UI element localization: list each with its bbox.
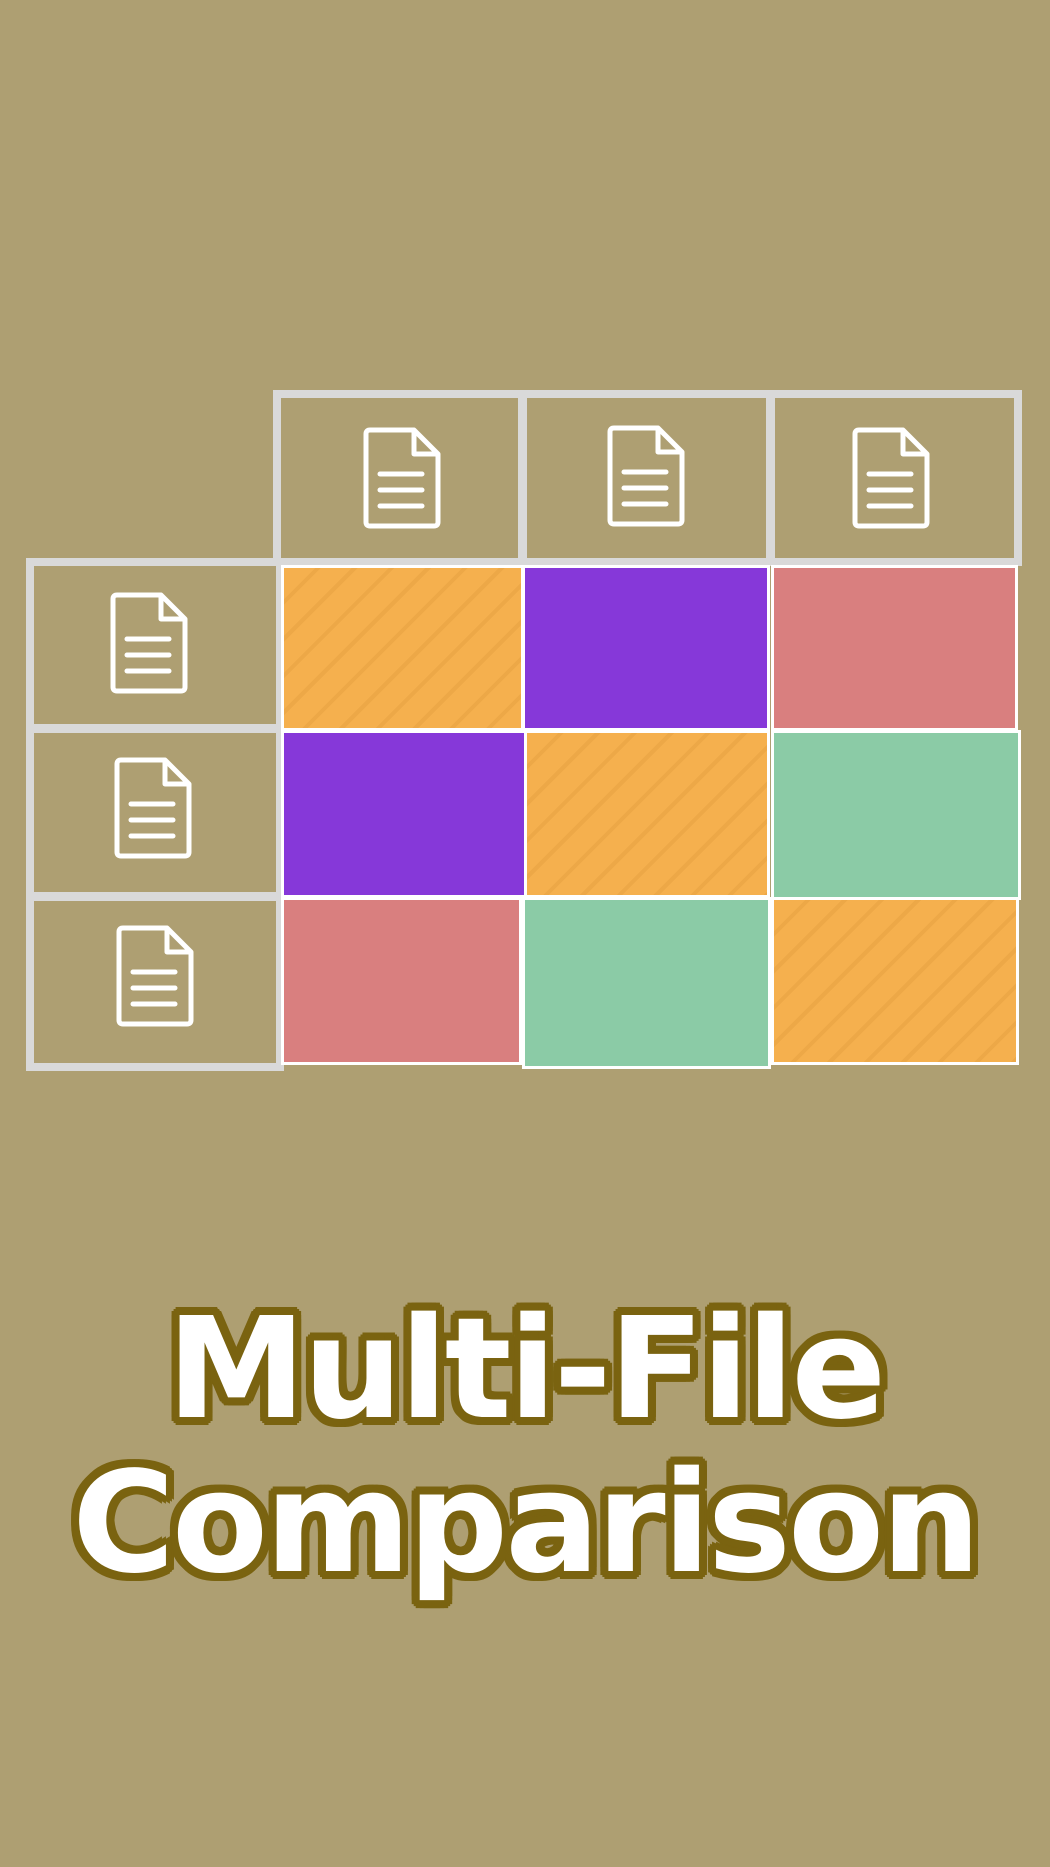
- file-icon-column-1: [362, 426, 442, 530]
- row-divider: [26, 724, 284, 733]
- matrix-cell-3-1: [281, 897, 522, 1065]
- matrix-cell-1-3: [771, 565, 1018, 731]
- row-header-frame: [26, 558, 284, 1071]
- matrix-cell-2-2: [524, 730, 770, 898]
- column-header-frame: [273, 390, 1022, 566]
- title-line-2: Comparison: [72, 1442, 981, 1605]
- matrix-cell-3-3: [771, 897, 1019, 1065]
- matrix-cell-1-2: [522, 565, 770, 731]
- matrix-cell-2-3: [771, 730, 1021, 900]
- matrix-cell-3-2: [522, 897, 771, 1069]
- file-icon-row-2: [113, 756, 193, 860]
- file-icon-row-1: [109, 591, 189, 695]
- file-icon-column-3: [851, 426, 931, 530]
- matrix-cell-2-1: [281, 730, 527, 898]
- matrix-cell-1-1: [281, 565, 524, 731]
- file-icon-row-3: [115, 924, 195, 1028]
- title-line-1: Multi-File: [166, 1288, 887, 1451]
- file-icon-column-2: [606, 424, 686, 528]
- column-divider: [518, 390, 527, 566]
- row-divider: [26, 892, 284, 901]
- column-divider: [766, 390, 775, 566]
